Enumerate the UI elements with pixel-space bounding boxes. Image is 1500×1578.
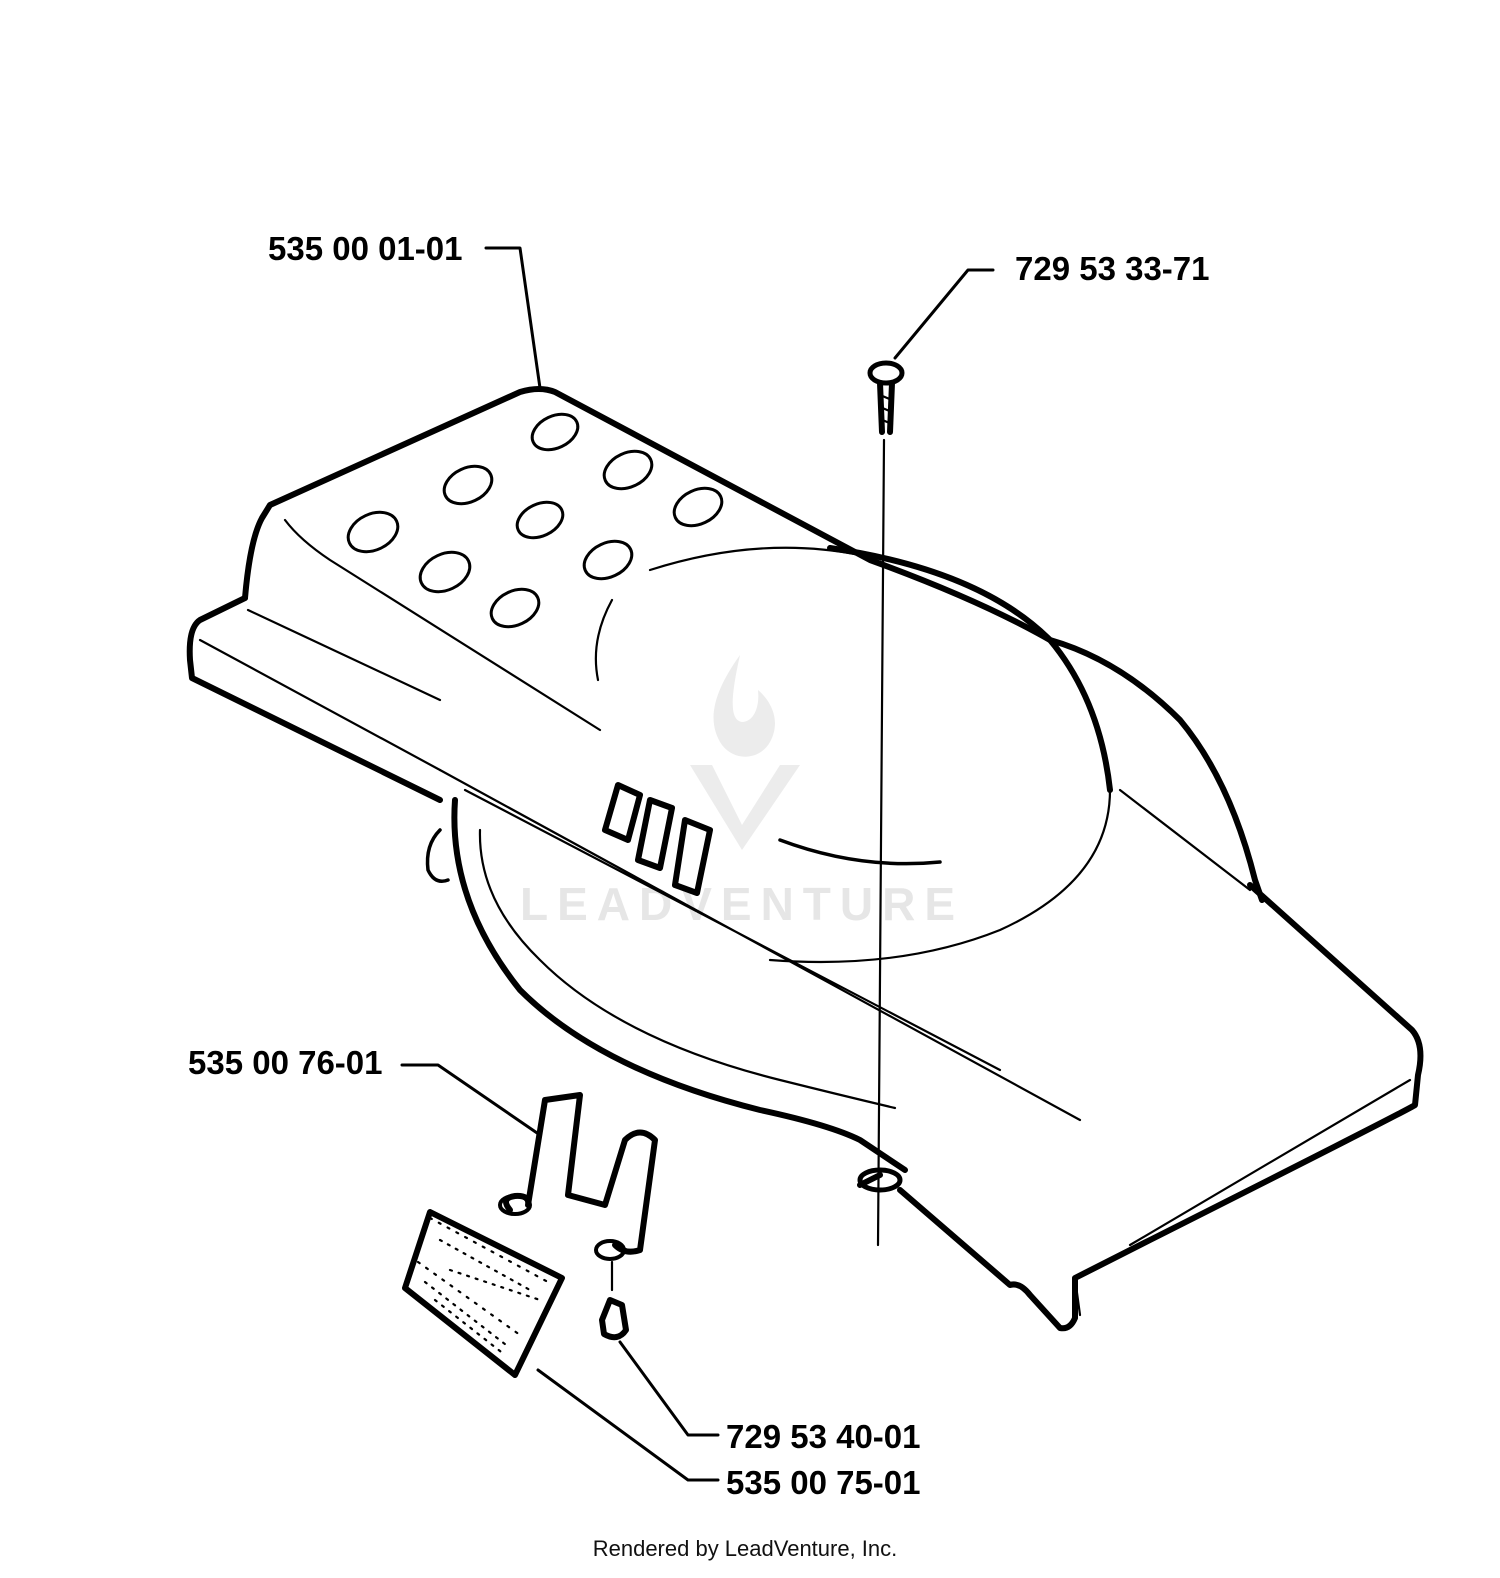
cover-lower-bowl (451, 797, 908, 1173)
cover-housing-outline (242, 386, 1265, 903)
leader-filter (536, 1368, 720, 1482)
cover-tray-line (198, 638, 1412, 1317)
part-number-top-screw: 729 53 33-71 (1015, 250, 1210, 287)
cover-lower-bowl-inner (478, 828, 897, 1110)
filter (402, 1209, 565, 1378)
leader-small-screw (618, 1340, 720, 1437)
watermark: LEADVENTURE (520, 655, 964, 930)
cover-dome-inner (594, 546, 1112, 964)
cover-dome-arc (778, 838, 942, 866)
cover-top-ridge (246, 518, 602, 732)
part-labels: 535 00 01-01 729 53 33-71 535 00 76-01 7… (188, 230, 1210, 1501)
cover-side-line (438, 768, 1252, 1122)
leader-top-screw (893, 268, 995, 360)
part-number-cover: 535 00 01-01 (268, 230, 463, 267)
small-screw (599, 1297, 629, 1341)
leader-cover (484, 246, 542, 390)
cover-vents (602, 782, 713, 896)
flame-v-logo-icon (690, 655, 800, 850)
footer-credit: Rendered by LeadVenture, Inc. (593, 1536, 898, 1561)
cover-left-clip (425, 828, 450, 883)
leader-bracket (400, 1063, 542, 1137)
part-number-bracket: 535 00 76-01 (188, 1044, 383, 1081)
bracket (498, 1092, 658, 1292)
cover-assembly (186, 386, 1424, 1332)
top-screw-axis (876, 438, 886, 1247)
part-number-filter: 535 00 75-01 (726, 1464, 921, 1501)
watermark-text: LEADVENTURE (520, 878, 964, 930)
cover-base-flange (186, 595, 1424, 1332)
top-screw (857, 360, 905, 1247)
leader-lines (400, 246, 995, 1482)
part-number-small-screw: 729 53 40-01 (726, 1418, 921, 1455)
cover-holes (346, 412, 724, 629)
cover-dome (827, 545, 1113, 793)
